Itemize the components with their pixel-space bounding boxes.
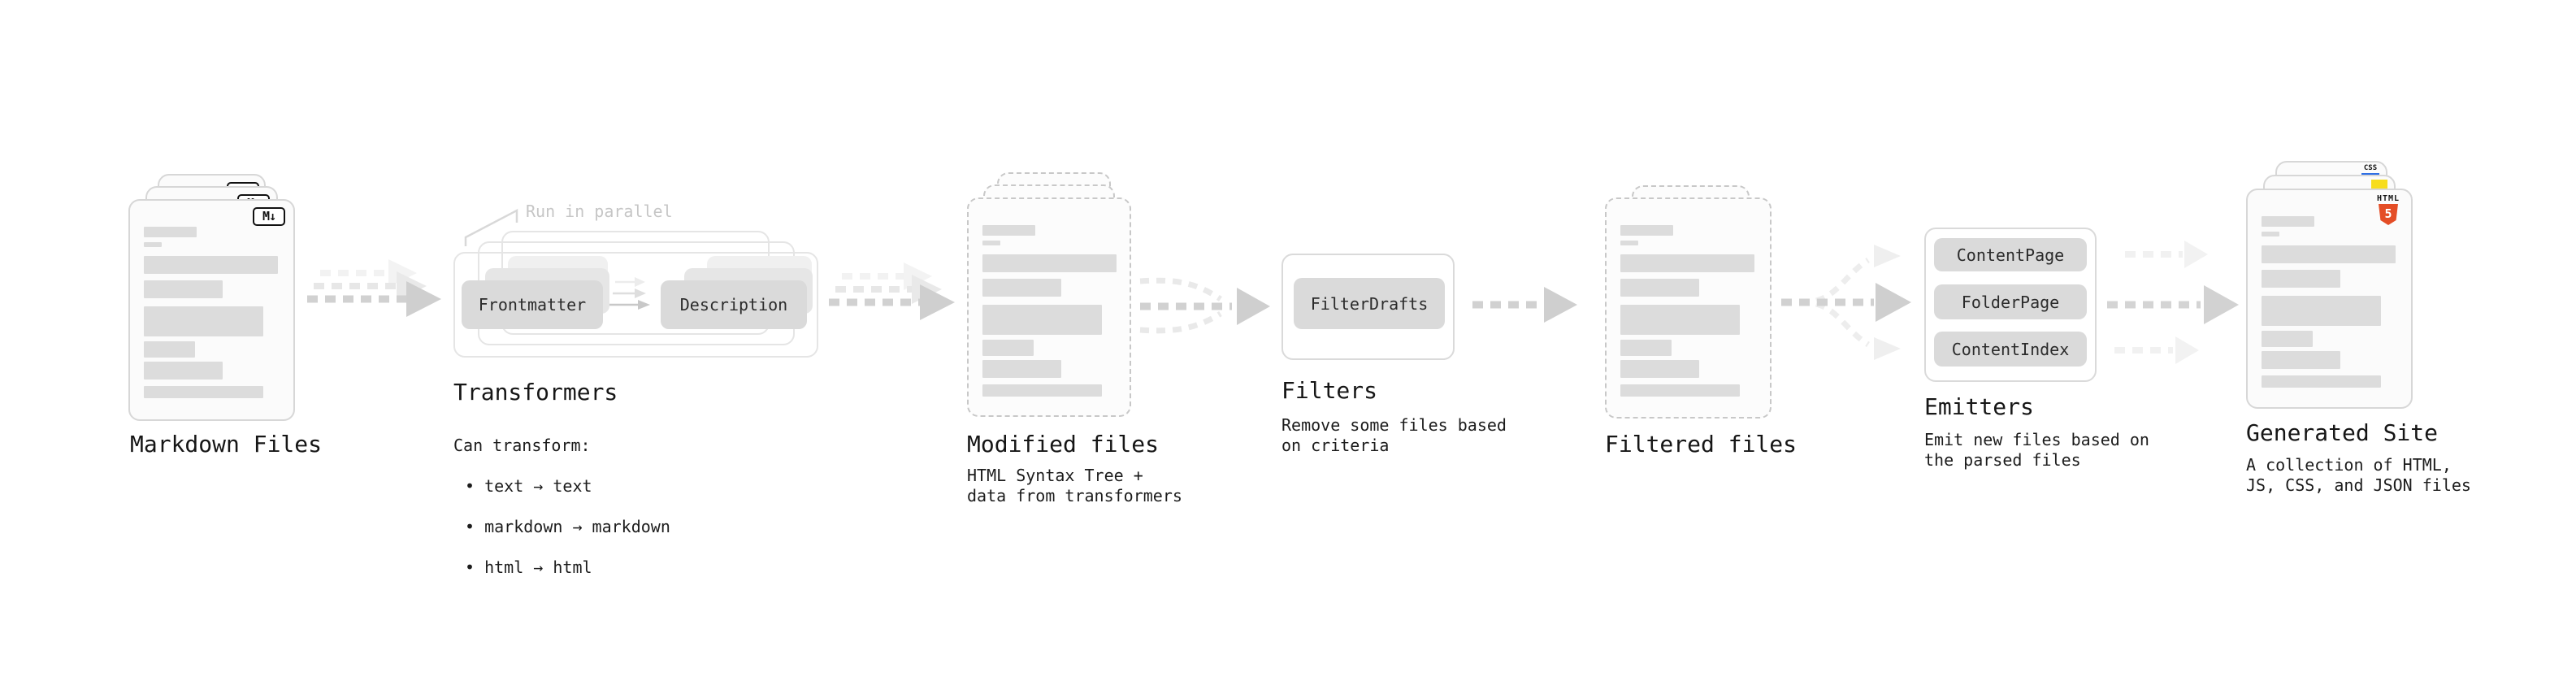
caption-bullet: • text → text <box>465 476 592 496</box>
filters-label: Filters <box>1281 377 1378 404</box>
markdown-files-label: Markdown Files <box>130 431 323 458</box>
placeholder-bar <box>982 279 1061 297</box>
filters-caption: Remove some files based on criteria <box>1281 415 1507 455</box>
contentpage-plugin: ContentPage <box>1934 238 2087 271</box>
placeholder-bar <box>2262 375 2381 388</box>
filtered-files-label: Filtered files <box>1605 431 1798 458</box>
js-file-icon <box>2371 180 2387 189</box>
arrow-filtered-to-emitters-icon <box>1781 245 1911 360</box>
transformers-caption: Can transform: • text → text • markdown … <box>453 415 670 598</box>
placeholder-bar <box>144 242 162 247</box>
placeholder-bar <box>2262 331 2313 347</box>
run-in-parallel-annotation: Run in parallel <box>526 202 673 221</box>
doc-placeholder-lines <box>144 227 278 398</box>
html5-icon-word: HTML <box>2376 194 2400 203</box>
placeholder-bar <box>144 227 197 237</box>
html5-icon: HTML 5 <box>2372 195 2405 225</box>
placeholder-bar <box>144 341 195 358</box>
placeholder-bar <box>144 362 223 380</box>
placeholder-bar <box>982 225 1035 236</box>
frontmatter-plugin: Frontmatter <box>462 280 603 329</box>
arrow-modified-to-filters-icon <box>1139 277 1270 334</box>
placeholder-bar <box>144 306 263 336</box>
placeholder-bar <box>1620 254 1754 272</box>
placeholder-bar <box>1620 279 1699 297</box>
doc-placeholder-lines <box>1620 225 1754 397</box>
contentindex-plugin: ContentIndex <box>1934 332 2087 367</box>
run-in-parallel-leader-line <box>464 208 518 246</box>
placeholder-bar <box>1620 384 1740 397</box>
placeholder-bar <box>982 241 1000 245</box>
emitters-caption: Emit new files based on the parsed files <box>1924 430 2149 470</box>
transformer-pipeline-outline-front <box>453 252 818 358</box>
filterdrafts-plugin: FilterDrafts <box>1294 278 1445 329</box>
placeholder-bar <box>2262 216 2314 227</box>
doc-placeholder-lines <box>982 225 1117 397</box>
arrow-filters-to-filtered-icon <box>1472 287 1577 323</box>
placeholder-bar <box>1620 360 1699 378</box>
modified-files-label: Modified files <box>967 431 1160 458</box>
placeholder-bar <box>1620 340 1672 356</box>
placeholder-bar <box>2262 245 2396 263</box>
placeholder-bar <box>2262 351 2340 369</box>
site-file-card-front: HTML 5 <box>2246 189 2413 409</box>
folderpage-plugin: FolderPage <box>1934 284 2087 319</box>
css-icon-label: CSS <box>2363 164 2378 172</box>
modified-file-card-front <box>967 197 1131 417</box>
transformer-step-arrows-icon <box>609 277 650 310</box>
placeholder-bar <box>982 254 1117 272</box>
placeholder-bar <box>144 386 263 398</box>
placeholder-bar <box>2262 232 2279 236</box>
transformers-label: Transformers <box>453 379 618 406</box>
arrow-transformers-to-modified-icon <box>829 262 955 320</box>
caption-bullet: • markdown → markdown <box>465 517 670 536</box>
placeholder-bar <box>982 305 1102 335</box>
markdown-icon: M↓ <box>253 207 285 226</box>
arrow-markdown-to-transformers-icon <box>307 259 441 317</box>
caption-bullet: • html → html <box>465 557 592 577</box>
placeholder-bar <box>2262 296 2381 326</box>
generated-site-label: Generated Site <box>2246 419 2439 446</box>
markdown-file-card-front: M↓ <box>128 199 295 421</box>
placeholder-bar <box>1620 305 1740 335</box>
placeholder-bar <box>2262 270 2340 288</box>
modified-files-caption: HTML Syntax Tree + data from transformer… <box>967 466 1182 505</box>
placeholder-bar <box>144 256 278 274</box>
generated-site-caption: A collection of HTML, JS, CSS, and JSON … <box>2246 455 2471 495</box>
description-plugin: Description <box>661 280 807 329</box>
doc-placeholder-lines <box>2262 216 2396 388</box>
placeholder-bar <box>1620 241 1638 245</box>
caption-title: Can transform: <box>453 436 591 455</box>
emitters-label: Emitters <box>1924 393 2034 420</box>
filtered-file-card-front <box>1605 197 1772 419</box>
placeholder-bar <box>982 360 1061 378</box>
arrow-emitters-to-site-icon <box>2107 241 2239 364</box>
placeholder-bar <box>982 340 1034 356</box>
placeholder-bar <box>144 280 223 298</box>
placeholder-bar <box>1620 225 1673 236</box>
placeholder-bar <box>982 384 1102 397</box>
